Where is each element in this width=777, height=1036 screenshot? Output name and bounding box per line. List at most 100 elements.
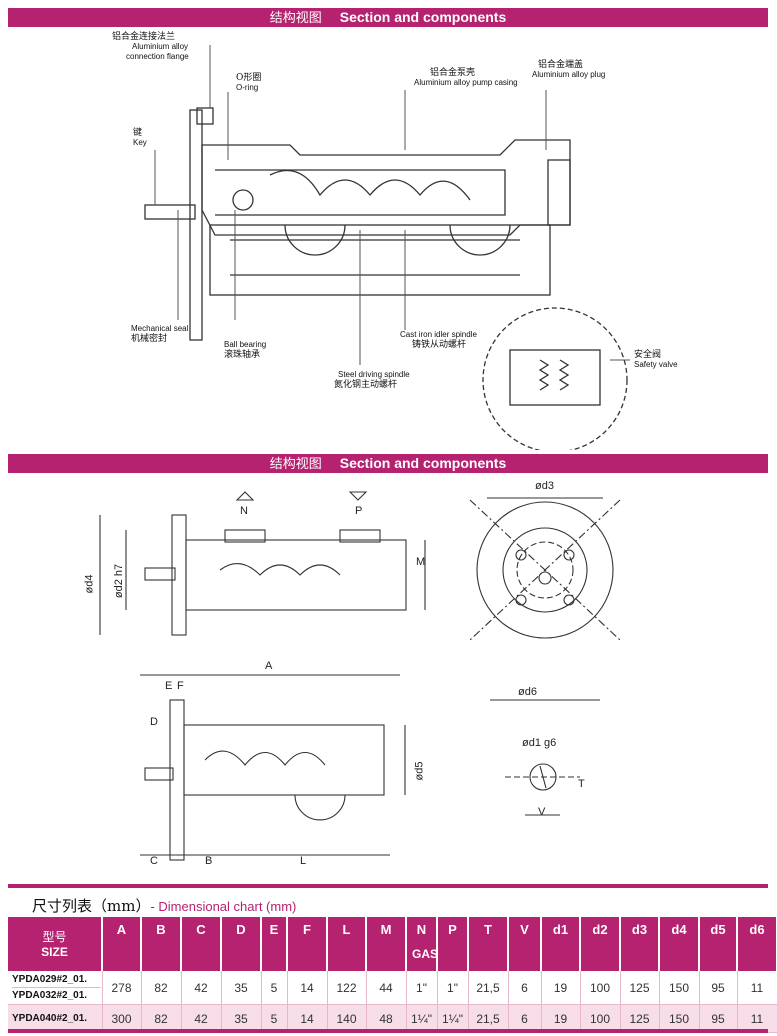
cell-L: 140 [327, 1004, 367, 1033]
size-cn: 型号 [42, 930, 67, 944]
spindle-screw [269, 169, 471, 201]
column-header-M: M [366, 917, 407, 971]
column-header-F: F [287, 917, 328, 971]
column-header-P: P [437, 917, 469, 971]
model-name: YPDA029#2_01. [12, 972, 101, 988]
cell-d5: 95 [699, 971, 738, 1005]
model-cell: YPDA040#2_01. [8, 1004, 103, 1033]
dim-C: C [150, 855, 158, 867]
label-en: Mechanical seal [131, 324, 189, 333]
cell-P: 1" [437, 971, 469, 1005]
header-en: Section and components [339, 455, 507, 471]
label-en: O-ring [236, 83, 259, 92]
cell-d2: 100 [580, 971, 621, 1005]
flange-plate [189, 109, 203, 341]
cell-D: 35 [221, 1004, 262, 1033]
label-cn: 铝合金端盖 [538, 60, 584, 70]
cell-d2: 100 [580, 1004, 621, 1033]
column-header-L: L [327, 917, 367, 971]
column-header-d4: d4 [659, 917, 700, 971]
label-en: Cast iron idler spindle [400, 330, 477, 339]
label-cn: O形圈 [236, 73, 262, 83]
dim-d6: ød6 [518, 686, 537, 698]
column-header-d3: d3 [620, 917, 660, 971]
label-cn: 键 [133, 128, 143, 138]
header-en: Section and components [339, 9, 507, 25]
column-header-d5: d5 [699, 917, 738, 971]
label-en: Aluminium alloy plug [532, 70, 606, 79]
dim-V: V [538, 806, 546, 818]
cell-d4: 150 [659, 971, 700, 1005]
spring [538, 359, 570, 391]
cell-V: 6 [508, 1004, 542, 1033]
dim-d3: ød3 [535, 480, 554, 492]
label-en: Aluminium alloy pump casing [414, 78, 518, 87]
label-en: Steel driving spindle [338, 370, 410, 379]
dim-d4: ød4 [83, 574, 96, 594]
cell-d5: 95 [699, 1004, 738, 1033]
casing-lower [209, 224, 551, 296]
cell-A: 278 [102, 971, 142, 1005]
label-en: Aluminium alloy [132, 42, 189, 51]
label-cn: 铝合金泵壳 [430, 68, 476, 78]
cell-M: 48 [366, 1004, 407, 1033]
cell-E: 5 [261, 1004, 288, 1033]
column-header-C: C [181, 917, 222, 971]
cell-V: 6 [508, 971, 542, 1005]
dim-d1: ød1 g6 [522, 737, 557, 749]
label-en: connection flange [126, 52, 189, 61]
dim-T: T [578, 778, 585, 790]
cell-d1: 19 [541, 971, 581, 1005]
dim-L: L [300, 855, 307, 867]
dim-B: B [205, 855, 213, 867]
column-header-d1: d1 [541, 917, 581, 971]
dim-N: N [240, 505, 248, 517]
column-header-B: B [141, 917, 182, 971]
cell-D: 35 [221, 971, 262, 1005]
label-cn: 氮化钢主动螺杆 [334, 380, 398, 390]
divider-top [8, 884, 768, 888]
cell-N: 1" [406, 971, 438, 1005]
chart-title-cn: 尺寸列表（mm） [32, 897, 151, 915]
dim-d2: ød2 h7 [113, 563, 126, 599]
column-header-D: D [221, 917, 262, 971]
cell-E: 5 [261, 971, 288, 1005]
label-cn: 机械密封 [131, 334, 168, 344]
header-cn: 结构视图 [269, 457, 322, 472]
size-en: SIZE [41, 945, 68, 959]
safety-valve-detail [482, 307, 628, 450]
cell-L: 122 [327, 971, 367, 1005]
column-header-d6: d6 [737, 917, 777, 971]
label-en: Key [133, 138, 147, 147]
cross-section-drawing [144, 45, 630, 450]
chart-title: 尺寸列表（mm）- Dimensional chart (mm) [32, 895, 296, 916]
label-en: Ball bearing [224, 340, 267, 349]
dim-P: P [355, 505, 363, 517]
pump-top-view [183, 724, 385, 796]
dim-F: F [177, 680, 184, 692]
cell-P: 1¼" [437, 1004, 469, 1033]
cell-d4: 150 [659, 1004, 700, 1033]
cell-C: 42 [181, 971, 222, 1005]
column-header-T: T [468, 917, 509, 971]
model-name: YPDA032#2_01. [12, 990, 88, 1001]
chart-title-en: - Dimensional chart (mm) [150, 899, 297, 914]
dim-D: D [150, 716, 158, 728]
shaft [144, 204, 196, 220]
column-header-E: E [261, 917, 288, 971]
label-cn: 铸铁从动螺杆 [412, 340, 467, 350]
label-cn: 安全阀 [634, 350, 662, 360]
dimension-drawings [99, 491, 621, 861]
